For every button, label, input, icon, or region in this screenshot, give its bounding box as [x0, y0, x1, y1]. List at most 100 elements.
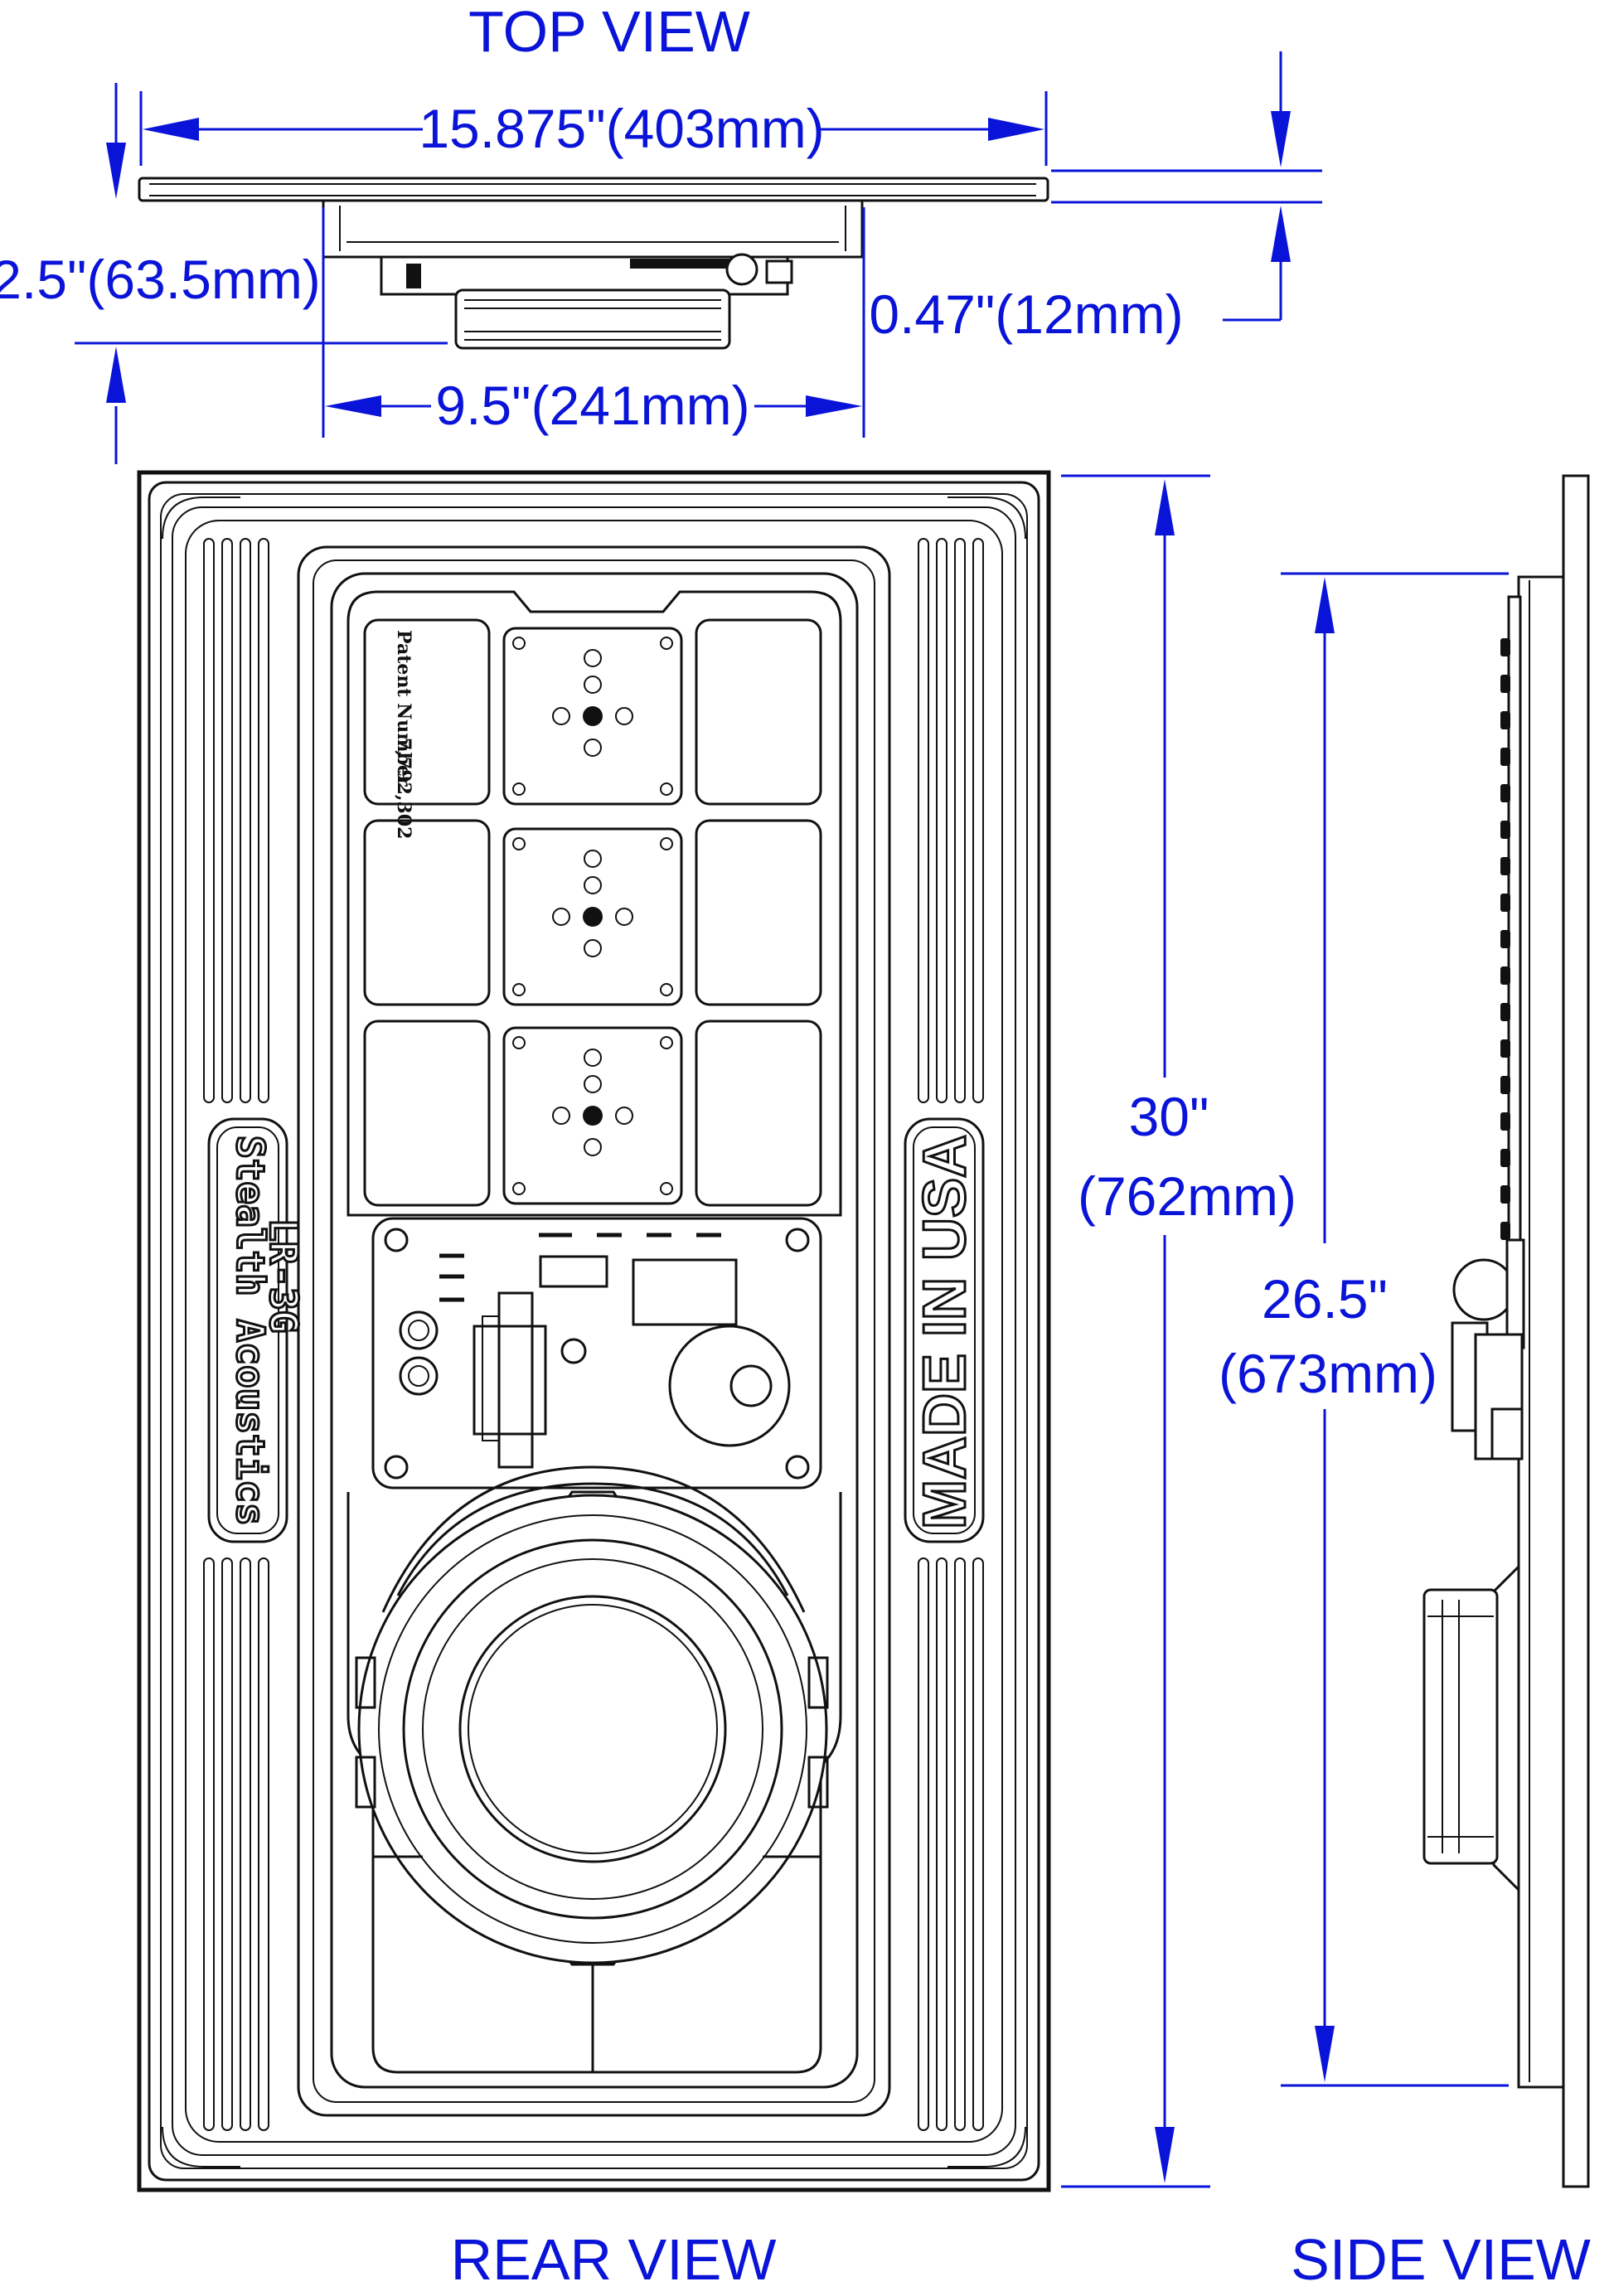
top-view: TOP VIEW 15.875"(403mm) — [0, 0, 1322, 464]
patent-number: 7,792,302 — [393, 738, 414, 839]
brand-name: Stealth Acoustics — [228, 1136, 273, 1526]
stud — [1500, 638, 1510, 656]
overall-width-label: 15.875"(403mm) — [419, 98, 824, 159]
screw-hole — [660, 637, 673, 650]
screw-hole — [660, 837, 673, 850]
origin-text: MADE IN USA — [912, 1135, 978, 1529]
rib — [972, 538, 984, 1103]
center-post — [583, 907, 603, 927]
screw-hole — [512, 637, 526, 650]
stud — [1500, 1003, 1510, 1021]
screw-hole — [660, 1036, 673, 1049]
stud — [1500, 784, 1510, 802]
screw-hole — [660, 1182, 673, 1195]
stud — [1500, 675, 1510, 693]
mount-hole — [584, 1138, 602, 1156]
rib — [240, 1557, 251, 2131]
screw-hole — [512, 837, 526, 850]
rib — [240, 538, 251, 1103]
screw-hole — [512, 983, 526, 996]
rib — [203, 1557, 215, 2131]
center-post — [583, 1106, 603, 1126]
top-view-speaker-profile — [138, 177, 1049, 350]
rib — [258, 1557, 269, 2131]
mount-hole — [584, 676, 602, 694]
depth-dimension: 2.5"(63.5mm) — [0, 83, 448, 464]
rib — [221, 538, 233, 1103]
rib — [954, 1557, 966, 2131]
stud — [1500, 930, 1510, 948]
rear-view: Stealth Acoustics LR-3G MADE IN USA Pate… — [137, 470, 1296, 2292]
mount-hole — [584, 649, 602, 667]
rib — [972, 1557, 984, 2131]
overall-height-dimension: 30" (762mm) — [1061, 474, 1296, 2188]
screw-hole — [660, 983, 673, 996]
side-view-title: SIDE VIEW — [1291, 2227, 1591, 2292]
rib — [918, 1557, 929, 2131]
screw-hole — [512, 1036, 526, 1049]
center-post — [583, 706, 603, 726]
cutout-width-dimension: 9.5"(241mm) — [322, 207, 865, 438]
flange-label: 0.47"(12mm) — [869, 283, 1183, 345]
mount-hole — [552, 1107, 570, 1125]
stud — [1500, 857, 1510, 875]
screw-hole — [660, 782, 673, 796]
crossover-board — [371, 1217, 822, 1489]
woofer-basket — [347, 1465, 842, 2074]
patent-label: Patent Number — [393, 630, 414, 787]
overall-width-dimension: 15.875"(403mm) — [139, 91, 1048, 166]
stud — [1500, 1112, 1510, 1131]
depth-label: 2.5"(63.5mm) — [0, 249, 321, 310]
stud — [1500, 1222, 1510, 1240]
side-view: 26.5" (673mm) SIDE VIEW — [1219, 474, 1591, 2292]
mount-hole — [584, 876, 602, 894]
cutout-height-inches: 26.5" — [1262, 1268, 1388, 1330]
stud — [1500, 1185, 1510, 1204]
rib — [936, 538, 947, 1103]
mount-hole — [615, 1107, 633, 1125]
mount-hole — [584, 1075, 602, 1093]
rib — [258, 538, 269, 1103]
stud — [1500, 894, 1510, 912]
rear-view-title: REAR VIEW — [451, 2227, 777, 2292]
left-side-ribs — [203, 538, 269, 2131]
mount-hole — [584, 939, 602, 957]
stud — [1500, 821, 1510, 839]
mount-hole — [552, 707, 570, 725]
stud — [1500, 1076, 1510, 1094]
overall-height-inches: 30" — [1129, 1086, 1209, 1147]
origin-label-panel: MADE IN USA — [904, 1117, 985, 1543]
rib — [221, 1557, 233, 2131]
cutout-height-mm: (673mm) — [1219, 1343, 1437, 1404]
stud — [1500, 966, 1510, 985]
driver-mount-plates — [502, 627, 683, 1205]
model-name: LR-3G — [261, 1218, 306, 1333]
frame-corner-grips — [162, 496, 1026, 2168]
mount-hole — [584, 739, 602, 757]
screw-hole — [512, 1182, 526, 1195]
rib — [918, 538, 929, 1103]
stud — [1500, 711, 1510, 729]
stud — [1500, 1149, 1510, 1167]
mount-hole — [584, 850, 602, 868]
mount-hole — [552, 908, 570, 926]
screw-hole — [512, 782, 526, 796]
side-view-studs — [1500, 638, 1510, 1240]
cutout-width-label: 9.5"(241mm) — [435, 375, 749, 436]
stud — [1500, 748, 1510, 766]
cell-grid: Patent Number 7,792,302 — [347, 590, 842, 1217]
cutout-height-dimension: 26.5" (673mm) — [1219, 572, 1509, 2087]
stud — [1500, 1039, 1510, 1058]
top-view-title: TOP VIEW — [468, 0, 750, 64]
rib — [936, 1557, 947, 2131]
mount-hole — [615, 707, 633, 725]
rib — [203, 538, 215, 1103]
overall-height-mm: (762mm) — [1078, 1165, 1296, 1227]
flange-dimension: 0.47"(12mm) — [869, 51, 1322, 345]
rib — [954, 538, 966, 1103]
brand-label-panel: Stealth Acoustics LR-3G — [207, 1117, 308, 1543]
mount-hole — [615, 908, 633, 926]
right-side-ribs — [918, 538, 984, 2131]
mount-hole — [584, 1049, 602, 1067]
